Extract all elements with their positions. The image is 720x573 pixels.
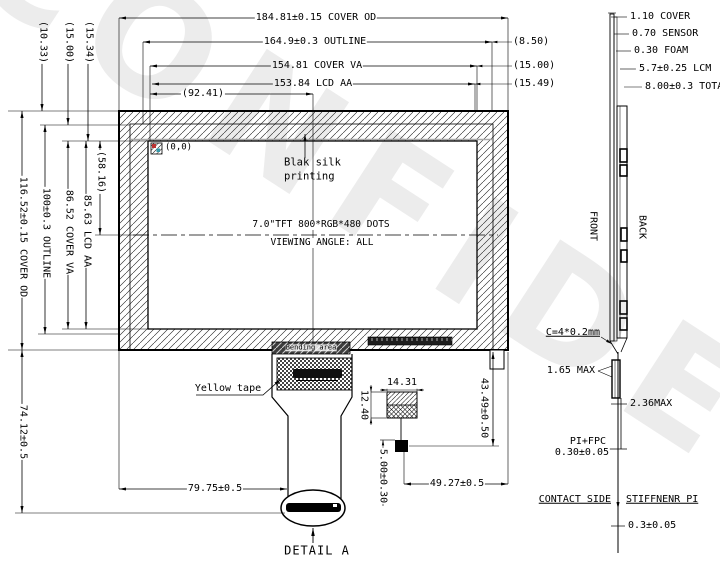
dim-aa-offset-height: (58.16) — [94, 149, 107, 195]
back-label: BACK — [635, 213, 648, 241]
dim-cover-od-width: 184.81±0.15 COVER OD — [254, 11, 378, 24]
dim-margin-top-2: (15.00) — [62, 19, 75, 65]
stiffener-label: STIFFNENR PI — [625, 493, 700, 506]
side-stiffener — [611, 359, 621, 399]
dim-component-y: 43.49±0.50 — [477, 376, 490, 440]
pi-fpc-label: PI+FPC — [568, 435, 607, 448]
bending-area-label: Bending area — [285, 343, 337, 352]
pi-fpc-thickness: 0.30±0.05 — [553, 446, 610, 459]
stack-sensor-label: 0.70 SENSOR — [631, 27, 700, 40]
backlight-component — [380, 391, 418, 452]
silk-print-label-line1: Blak silk — [284, 156, 341, 169]
dim-margin-top-1: (10.33) — [36, 19, 49, 65]
dim-c-gap: C=4*0.2mm — [544, 326, 601, 339]
dim-component-offset: 5.00±0.30 — [376, 447, 389, 505]
dim-aa-offset-width: (92.41) — [180, 87, 226, 100]
dim-stiffener-max: 1.65 MAX — [545, 364, 596, 377]
dim-margin-top-3: (15.34) — [82, 19, 95, 65]
side-view — [597, 12, 642, 553]
dim-lcd-aa-width: 153.84 LCD AA — [272, 77, 354, 90]
origin-label: (0,0) — [164, 142, 194, 153]
dim-cover-va-height: 86.52 COVER VA — [62, 188, 75, 276]
screen-spec-label: 7.0"TFT 800*RGB*480 DOTS — [251, 219, 391, 231]
origin-marker — [150, 142, 163, 155]
front-label: FRONT — [586, 209, 599, 243]
connector-strip — [367, 336, 453, 346]
dim-cover-od-height: 116.52±0.15 COVER OD — [16, 175, 29, 299]
detail-a-label: DETAIL A — [283, 543, 351, 558]
viewing-angle-label: VIEWING ANGLE: ALL — [269, 237, 375, 249]
yellow-tape-region — [276, 357, 353, 391]
fpc-tail — [271, 354, 353, 499]
stack-cover-label: 1.10 COVER — [629, 10, 692, 23]
dim-outline-width: 164.9±0.3 OUTLINE — [262, 35, 368, 48]
dim-component-width: 14.31 — [385, 376, 419, 389]
side-components — [619, 148, 628, 331]
dim-outline-height: 100±0.3 OUTLINE — [39, 186, 52, 280]
dim-margin-right-3: (15.49) — [512, 77, 557, 90]
dim-tail-thickness: 0.3±0.05 — [627, 519, 678, 532]
dim-236-max: 2.36MAX — [629, 397, 674, 410]
stack-total-label: 8.00±0.3 TOTAL — [644, 81, 720, 93]
front-view — [118, 94, 509, 543]
dim-margin-right-1: (8.50) — [512, 35, 551, 48]
dim-component-height: 12.40 — [357, 388, 370, 422]
detail-a-callout — [280, 489, 346, 543]
stack-lcm-label: 5.7±0.25 LCM — [638, 62, 713, 75]
dim-lcd-aa-height: 85.63 LCD AA — [80, 193, 93, 269]
silk-print-label-line2: printing — [284, 170, 335, 183]
dim-fpc-length: 74.12±0.5 — [16, 403, 29, 461]
contact-side-label: CONTACT SIDE — [537, 493, 612, 506]
dim-fpc-position: 79.75±0.5 — [186, 482, 244, 495]
yellow-tape-label: Yellow tape — [194, 382, 262, 394]
stack-foam-label: 0.30 FOAM — [633, 44, 690, 57]
dim-component-x: 49.27±0.5 — [428, 477, 486, 490]
dim-cover-va-width: 154.81 COVER VA — [270, 59, 364, 72]
dim-margin-right-2: (15.00) — [512, 59, 557, 72]
